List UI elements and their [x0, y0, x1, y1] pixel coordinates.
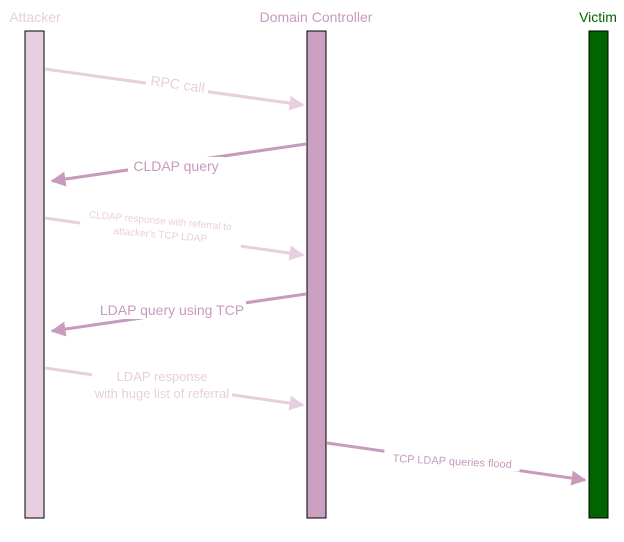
message-tcp-flood: TCP LDAP queries flood — [326, 441, 587, 486]
lifeline-victim — [588, 30, 609, 519]
message-ldap-response-label-line1: LDAP response — [117, 369, 208, 384]
message-ldap-response: LDAP response with huge list of referral — [44, 366, 305, 411]
message-ldap-query-tcp-label: LDAP query using TCP — [100, 302, 244, 318]
lifeline-attacker — [24, 30, 45, 519]
lifeline-domain-controller — [306, 30, 327, 519]
message-ldap-response-label-line2: with huge list of referral — [94, 386, 230, 401]
message-rpc-call-label: RPC call — [150, 72, 206, 95]
message-cldap-response: CLDAP response with referral to attacker… — [44, 205, 305, 261]
actor-victim-label: Victim — [579, 9, 617, 25]
actor-attacker-label: Attacker — [9, 9, 61, 25]
message-ldap-query-tcp: LDAP query using TCP — [50, 292, 307, 337]
message-rpc-call: RPC call — [44, 67, 305, 111]
message-cldap-query: CLDAP query — [50, 142, 307, 187]
actor-dc-label: Domain Controller — [260, 9, 373, 25]
message-cldap-query-label: CLDAP query — [133, 158, 218, 174]
